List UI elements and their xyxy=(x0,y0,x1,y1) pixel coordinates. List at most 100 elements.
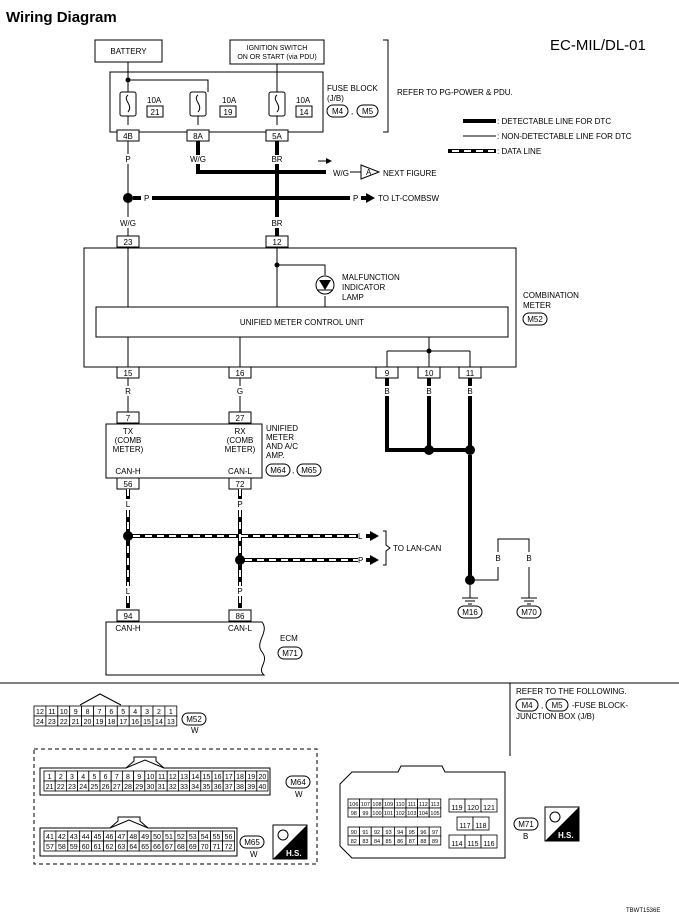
connector-pin-label: 85 xyxy=(386,839,392,845)
connector-pin-label: 106 xyxy=(349,802,358,808)
connector-pin-label: 45 xyxy=(94,834,102,841)
connector-pin-label: 63 xyxy=(117,844,125,851)
svg-text:JUNCTION BOX (J/B): JUNCTION BOX (J/B) xyxy=(516,712,595,721)
svg-text:BR: BR xyxy=(271,219,282,228)
connector-pin xyxy=(222,840,235,852)
svg-text:,: , xyxy=(292,466,294,475)
fuse-14-amps: 10A xyxy=(296,96,311,105)
connector-pin xyxy=(480,798,498,813)
next-figure-label: NEXT FIGURE xyxy=(383,169,437,178)
connector-pin-label: 44 xyxy=(82,834,90,841)
connector-pin-label: 121 xyxy=(483,805,495,812)
connector-pin-label: 5 xyxy=(121,709,125,716)
connector-pin-label: 9 xyxy=(74,709,78,716)
svg-text:B: B xyxy=(523,832,528,841)
svg-text:CAN-H: CAN-H xyxy=(115,467,141,476)
connector-pin-label: 25 xyxy=(91,784,99,791)
connector-pin-label: 69 xyxy=(189,844,197,851)
conn-m65-ref-tag xyxy=(239,835,265,849)
connector-pin-label: 114 xyxy=(451,841,462,848)
connector-pin-label: 15 xyxy=(143,719,151,726)
lan-can-label: TO LAN-CAN xyxy=(393,544,442,553)
svg-text:M4: M4 xyxy=(521,701,533,710)
connector-pin-label: 56 xyxy=(225,834,233,841)
svg-text:W: W xyxy=(250,850,258,859)
connector-pin-label: 96 xyxy=(420,830,426,836)
connector-pin-label: 55 xyxy=(213,834,221,841)
connector-pin-label: 110 xyxy=(396,802,405,808)
connector-pin-label: 14 xyxy=(155,719,163,726)
svg-text:M52: M52 xyxy=(186,715,202,724)
connector-pin-label: 6 xyxy=(104,774,108,781)
splice-p xyxy=(123,193,133,203)
connector-pin-label: 102 xyxy=(396,811,405,817)
svg-text:METER: METER xyxy=(523,301,551,310)
battery-label: BATTERY xyxy=(110,47,147,56)
splice-can-l xyxy=(235,555,245,565)
connector-pin-label: 35 xyxy=(203,784,211,791)
connector-pin-label: 95 xyxy=(409,830,415,836)
connector-pin xyxy=(428,807,442,818)
svg-text:M65: M65 xyxy=(244,838,260,847)
conn-m65-tag xyxy=(296,463,322,477)
svg-text:B: B xyxy=(467,387,472,396)
connector-pin-label: 1 xyxy=(48,774,52,781)
connector-pin-label: 119 xyxy=(451,805,462,812)
connector-pin-label: 97 xyxy=(432,830,438,836)
connector-pin-label: 99 xyxy=(362,811,368,817)
svg-text:R: R xyxy=(125,387,131,396)
connector-pin-label: 84 xyxy=(374,839,380,845)
svg-text:METER): METER) xyxy=(225,445,256,454)
connector-pin-label: 86 xyxy=(397,839,403,845)
connector-pin-label: 1 xyxy=(169,709,173,716)
svg-text:,: , xyxy=(541,701,543,710)
fuse-14-number: 14 xyxy=(300,108,309,117)
svg-text:W: W xyxy=(191,726,199,735)
connector-pin-label: 21 xyxy=(72,719,80,726)
connector-pin-label: 108 xyxy=(372,802,381,808)
connector-pin-label: 11 xyxy=(158,774,165,781)
lan-can-bracket xyxy=(383,530,391,566)
svg-text:M5: M5 xyxy=(551,701,563,710)
connector-pin-label: 6 xyxy=(109,709,113,716)
connector-pin-label: 13 xyxy=(180,774,188,781)
connector-pin-label: 3 xyxy=(70,774,74,781)
svg-text:15: 15 xyxy=(124,369,133,378)
svg-text:M64: M64 xyxy=(290,778,306,787)
svg-text:BR: BR xyxy=(271,155,282,164)
connector-pin-label: 16 xyxy=(131,719,139,726)
svg-text:W: W xyxy=(295,790,303,799)
svg-text:10: 10 xyxy=(425,369,434,378)
ground-m70-icon xyxy=(521,567,537,605)
connector-pin xyxy=(256,780,269,792)
mil-label: MALFUNCTION xyxy=(342,273,400,282)
connector-pin-label: 11 xyxy=(48,709,55,716)
conn-m4-tag xyxy=(326,104,349,118)
connector-pin-label: 5 xyxy=(92,774,96,781)
refer-m5-tag xyxy=(545,698,569,712)
connector-pin-label: 13 xyxy=(167,719,175,726)
connector-pin-label: 38 xyxy=(236,784,244,791)
conn-m64-ref-tag xyxy=(285,775,311,789)
svg-text:M64: M64 xyxy=(270,466,286,475)
connector-pin-label: 53 xyxy=(189,834,197,841)
connector-pin-label: 24 xyxy=(79,784,87,791)
legend-data: : DATA LINE xyxy=(497,147,541,156)
svg-text:A: A xyxy=(366,168,372,177)
connector-pin-label: 27 xyxy=(113,784,121,791)
svg-text:27: 27 xyxy=(236,414,245,423)
svg-text:M71: M71 xyxy=(282,649,298,658)
connector-pin xyxy=(428,835,442,846)
connector-pin-label: 111 xyxy=(408,802,416,808)
svg-text:5A: 5A xyxy=(272,132,282,141)
ground-m70-tag xyxy=(516,605,542,619)
connector-pin-label: 103 xyxy=(407,811,416,817)
connector-pin-label: 68 xyxy=(177,844,185,851)
connector-pin-label: 8 xyxy=(126,774,130,781)
connector-pin-label: 15 xyxy=(203,774,211,781)
connector-pin-label: 12 xyxy=(169,774,177,781)
diagram-code: EC-MIL/DL-01 xyxy=(550,37,646,54)
connector-pin-label: 104 xyxy=(419,811,428,817)
connector-pin-label: 18 xyxy=(236,774,244,781)
splice-can-h xyxy=(123,531,133,541)
